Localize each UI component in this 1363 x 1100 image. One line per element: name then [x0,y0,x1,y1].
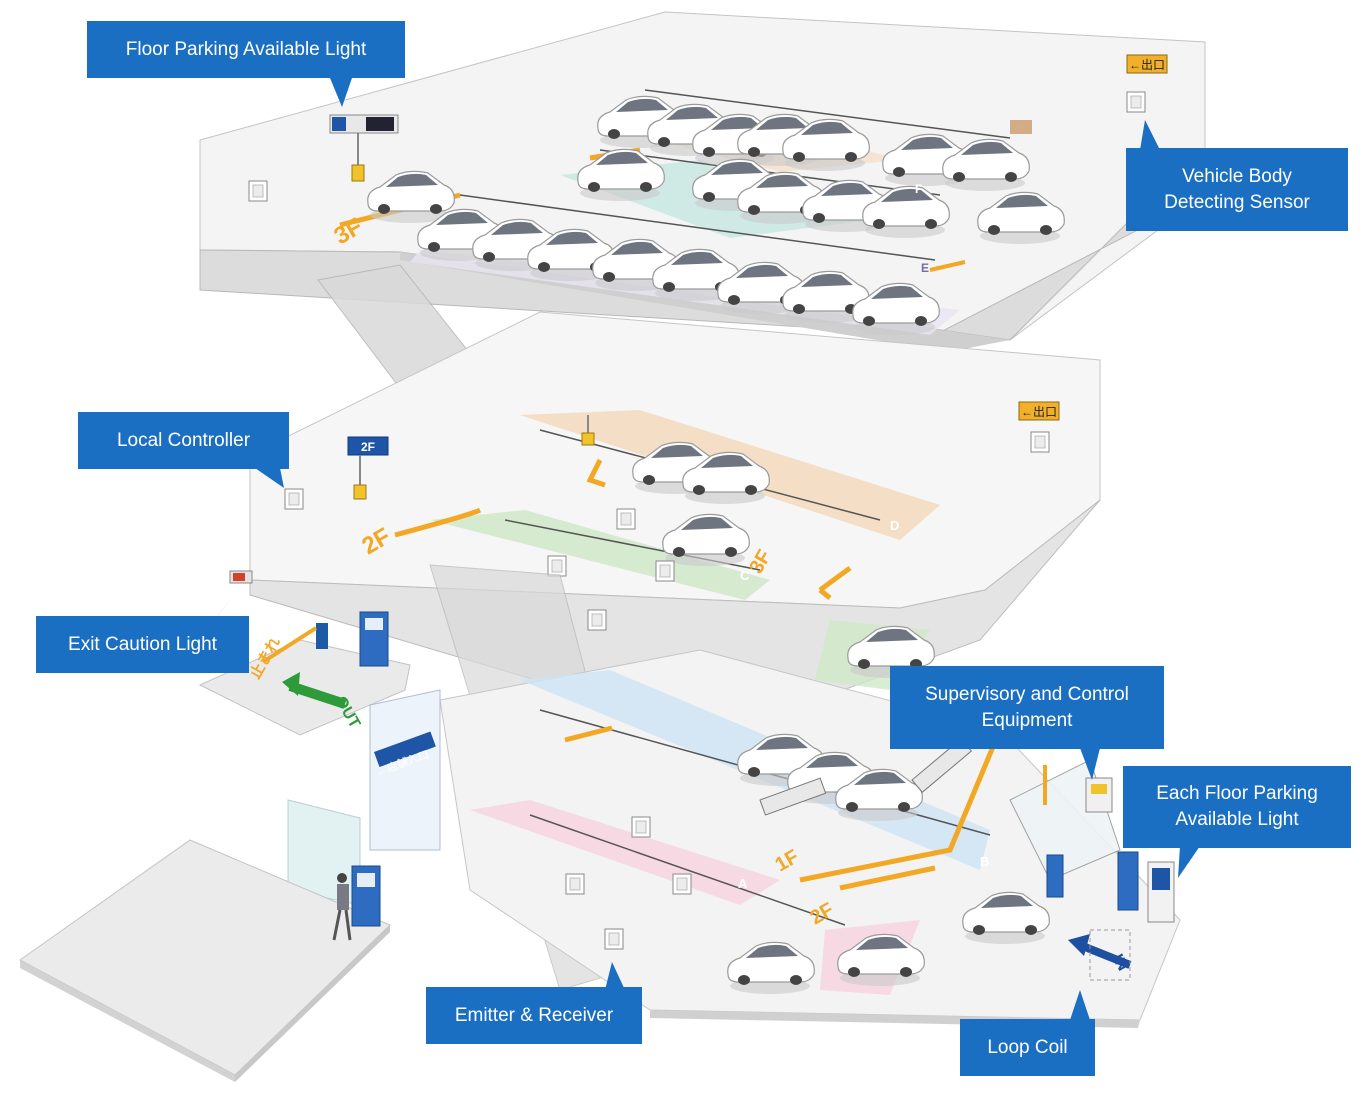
zone-c-area [430,510,770,600]
callout-supervisory-and-control-equipment: Supervisory and Control Equipment [890,666,1164,749]
callout-loop-coil: Loop Coil [960,1019,1095,1076]
zone-label-c: C [740,568,750,583]
callout-local-controller: Local Controller [78,412,289,469]
floor-3f: ←出口 3F G F E [199,11,1206,352]
emitter-2f-a-icon [616,508,636,530]
emitter-receiver-icon [604,928,624,950]
emitter-2f-d-icon [587,609,607,631]
exit-lane: OUT 止まれ [198,611,411,736]
local-controller-3f-icon [248,180,268,202]
exit-gate [316,623,328,649]
entry-ticket-machine [1046,854,1064,898]
2f-exit-sign [1018,401,1060,421]
zone-label-b: B [980,854,989,869]
zone-label-d: D [890,518,899,533]
callout-emitter-and-receiver-text: Emitter & Receiver [454,1004,614,1026]
loop-coil-marking [1089,929,1131,981]
callout-supervisory-and-control-equipment-line1: Supervisory and Control [925,683,1129,705]
in-marking: IN [1109,952,1132,974]
local-controller-2f-icon [284,488,304,510]
entry-gate [1117,851,1139,911]
vehicle-body-sensor-2f-icon [1030,431,1050,453]
supervisory-equipment [1085,777,1113,813]
2f-parking-sign [347,436,389,456]
callout-each-floor-parking-available-light: Each Floor Parking Available Light [1123,766,1351,848]
3f-exit-sign [1126,54,1168,74]
zone-label-f: F [915,182,922,196]
callout-each-floor-parking-available-light-line2: Available Light [1175,809,1299,830]
callout-emitter-and-receiver: Emitter & Receiver [426,987,642,1044]
emitter-1f-b-icon [565,873,585,895]
callout-floor-parking-available-light-text: Floor Parking Available Light [125,38,367,60]
callout-loop-coil-text: Loop Coil [987,1036,1068,1058]
emitter-2f-b-icon [547,555,567,577]
callout-exit-caution-light-text: Exit Caution Light [68,633,217,655]
vehicle-body-sensor-icon [1126,91,1146,113]
pedestrian-at-pay-station [332,865,381,941]
emitter-1f-a-icon [631,816,651,838]
emitter-2f-c-icon [655,560,675,582]
callout-local-controller-text: Local Controller [116,429,251,451]
zone-label-e: E [921,261,929,275]
zone-a-area [470,800,780,905]
1f-lane-sign-left [759,777,827,816]
callout-supervisory-and-control-equipment-line2: Equipment [981,709,1073,731]
3f-exit-sign-text: ←出口 [1129,58,1165,72]
shop-entrance-sign [373,731,436,768]
floor-2f: 2F ←出口 2F 3F D C [229,311,1101,736]
zone-label-a: A [738,876,748,891]
callout-exit-caution-light: Exit Caution Light [36,616,249,673]
floor-1f: 1F 2F B A IN [439,649,1181,1021]
floor-parking-available-light-sign [329,114,399,182]
callout-vehicle-body-detecting-sensor: Vehicle Body Detecting Sensor [1126,148,1348,231]
callout-vehicle-body-detecting-sensor-line1: Vehicle Body [1182,165,1292,187]
callout-vehicle-body-detecting-sensor-line2: Detecting Sensor [1164,191,1310,213]
callout-floor-parking-available-light: Floor Parking Available Light [87,21,405,78]
callout-each-floor-parking-available-light-line1: Each Floor Parking [1156,783,1318,804]
2f-parking-sign-text: 2F [361,440,375,454]
2f-exit-sign-text: ←出口 [1021,405,1057,419]
emitter-1f-c-icon [672,873,692,895]
